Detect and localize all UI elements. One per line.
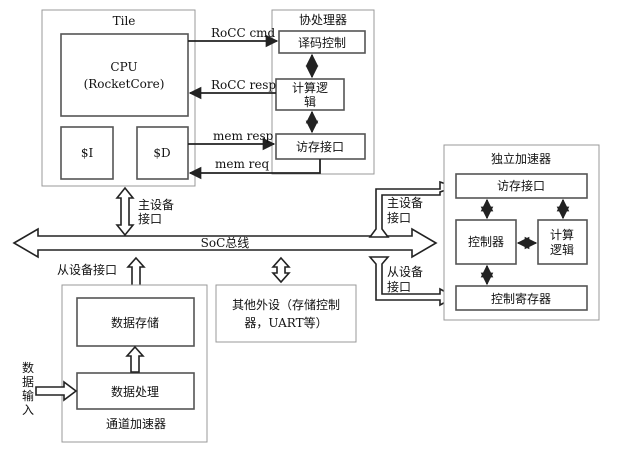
controller-label: 控制器 bbox=[468, 235, 504, 249]
compute-logic-box bbox=[275, 78, 345, 111]
data-input-char-4: 入 bbox=[22, 403, 34, 417]
process-box bbox=[76, 372, 195, 410]
accel-slave-label-1: 从设备 bbox=[387, 265, 423, 279]
cpu-core-label: (RocketCore) bbox=[84, 77, 165, 91]
decode-box bbox=[278, 30, 366, 54]
data-input-char-1: 数 bbox=[22, 360, 34, 375]
soc-bus-label: SoC总线 bbox=[201, 236, 250, 250]
mem-resp-label: mem resp bbox=[213, 129, 274, 143]
storage-box bbox=[76, 297, 195, 347]
accel-master-label-2: 接口 bbox=[387, 210, 411, 225]
peripheral-label-1: 其他外设（存储控制 bbox=[232, 297, 340, 312]
stream-accel-title: 通道加速器 bbox=[106, 417, 166, 431]
data-input-arrow bbox=[35, 380, 78, 402]
accel-mem-iface-box bbox=[455, 173, 588, 199]
stream-slave-label: 从设备接口 bbox=[57, 262, 117, 277]
peripheral-port-arrow bbox=[271, 256, 291, 284]
accel-compute-label-2: 逻辑 bbox=[550, 243, 574, 257]
icache-box bbox=[60, 126, 114, 180]
cpu-label: CPU bbox=[110, 60, 137, 74]
rocc-cmd-label: RoCC cmd bbox=[211, 26, 276, 40]
rocc-resp-label: RoCC resp bbox=[211, 78, 276, 92]
dcache-label: $D bbox=[153, 146, 170, 160]
controller-box bbox=[455, 219, 517, 265]
accel-slave-label-2: 接口 bbox=[387, 279, 411, 294]
dcache-box bbox=[136, 126, 189, 180]
icache-label: $I bbox=[81, 146, 94, 160]
accel-master-label-1: 主设备 bbox=[387, 196, 423, 210]
ctrl-register-box bbox=[455, 285, 588, 311]
peripheral-label-2: 器，UART等） bbox=[244, 316, 327, 330]
tile-master-port-arrow bbox=[115, 186, 135, 237]
storage-label: 数据存储 bbox=[111, 315, 159, 330]
tile-master-label-2: 接口 bbox=[138, 211, 162, 226]
mem-req-label: mem req bbox=[215, 157, 270, 171]
data-input-char-3: 输 bbox=[22, 388, 34, 403]
ctrl-register-label: 控制寄存器 bbox=[491, 291, 551, 306]
tile-master-label-1: 主设备 bbox=[138, 198, 174, 212]
process-label: 数据处理 bbox=[111, 384, 159, 399]
accel-compute-box bbox=[537, 219, 588, 265]
peripheral-box bbox=[215, 284, 357, 343]
accel-mem-iface-label: 访存接口 bbox=[497, 178, 545, 193]
arrow-mem-req bbox=[188, 159, 321, 180]
decode-label: 译码控制 bbox=[298, 36, 346, 50]
coprocessor-title: 协处理器 bbox=[299, 12, 347, 27]
cpu-box bbox=[60, 33, 189, 117]
compute-logic-label-1: 计算逻 bbox=[292, 80, 328, 95]
arrow-process-storage bbox=[125, 345, 145, 373]
compute-logic-label-2: 辑 bbox=[304, 95, 316, 109]
coproc-mem-iface-label: 访存接口 bbox=[296, 139, 344, 154]
accel-compute-label-1: 计算 bbox=[550, 227, 574, 242]
soc-bus bbox=[12, 227, 438, 259]
tile-title: Tile bbox=[113, 14, 136, 28]
data-input-char-2: 据 bbox=[22, 375, 34, 389]
standalone-accel-title: 独立加速器 bbox=[491, 151, 551, 166]
